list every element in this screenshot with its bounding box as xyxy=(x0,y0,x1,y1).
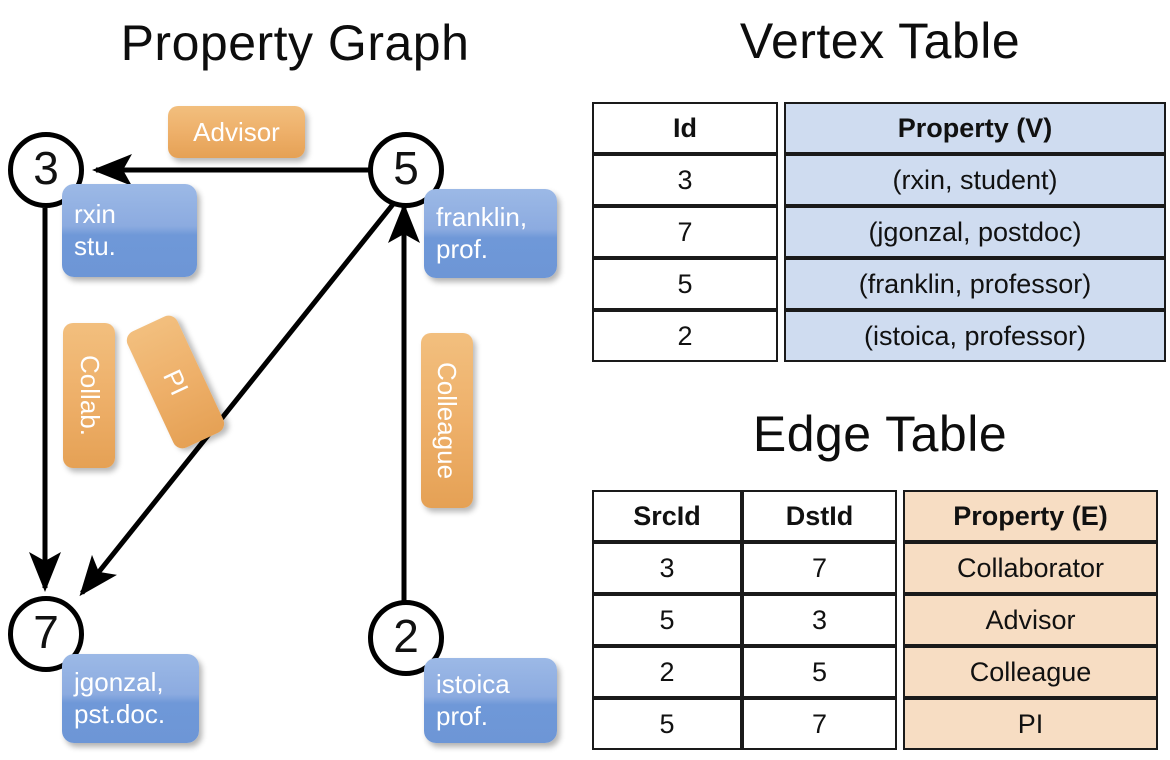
edge-label-box-colleague[interactable]: Colleague xyxy=(421,333,473,508)
edge-table-cell-property: Collaborator xyxy=(903,542,1158,594)
vertex-property-box-istoica[interactable]: istoica prof. xyxy=(424,658,557,743)
edge-table-cell-property: PI xyxy=(903,698,1158,750)
edge-table-cell-dstid: 7 xyxy=(742,542,897,594)
edge-label-advisor: Advisor xyxy=(193,116,280,147)
vertex-table-cell-id: 2 xyxy=(592,310,778,362)
graph-node-2-label: 2 xyxy=(393,610,419,662)
graph-node-5[interactable]: 5 xyxy=(368,132,444,208)
edge-table-cell-srcid: 5 xyxy=(592,698,742,750)
vertex-property-line-2: prof. xyxy=(436,700,489,731)
edge-table-row[interactable]: 5 3 Advisor xyxy=(592,594,1158,646)
edge-table-row[interactable]: 5 7 PI xyxy=(592,698,1158,750)
graph-node-5-label: 5 xyxy=(393,142,419,194)
edge-table-cell-property: Colleague xyxy=(903,646,1158,698)
edge-table-header-srcid: SrcId xyxy=(592,490,742,542)
edge-table-header-property: Property (E) xyxy=(903,490,1158,542)
vertex-table-cell-id: 5 xyxy=(592,258,778,310)
vertex-property-line-1: franklin, xyxy=(436,201,528,232)
graph-edges-layer xyxy=(29,154,420,602)
edge-table-cell-property: Advisor xyxy=(903,594,1158,646)
vertex-table-cell-property: (jgonzal, postdoc) xyxy=(784,206,1166,258)
vertex-property-line-1: jgonzal, xyxy=(74,666,164,697)
vertex-property-box-rxin[interactable]: rxin stu. xyxy=(62,184,197,277)
vertex-table-header-property: Property (V) xyxy=(784,102,1166,154)
edge-table-cell-dstid: 3 xyxy=(742,594,897,646)
vertex-table-cell-property: (franklin, professor) xyxy=(784,258,1166,310)
edge-table-cell-srcid: 3 xyxy=(592,542,742,594)
vertex-property-line-1: istoica xyxy=(436,668,510,699)
vertex-table-row[interactable]: 7 (jgonzal, postdoc) xyxy=(592,206,1166,258)
vertex-table-cell-id: 3 xyxy=(592,154,778,206)
edge-label-pi: PI xyxy=(157,364,195,400)
edge-table-cell-dstid: 5 xyxy=(742,646,897,698)
edge-table-cell-srcid: 2 xyxy=(592,646,742,698)
edge-table-row[interactable]: 3 7 Collaborator xyxy=(592,542,1158,594)
vertex-table-cell-property: (rxin, student) xyxy=(784,154,1166,206)
vertex-table-cell-id: 7 xyxy=(592,206,778,258)
edge-label-box-collab[interactable]: Collab. xyxy=(63,323,115,468)
edge-table-cell-srcid: 5 xyxy=(592,594,742,646)
edge-label-box-advisor[interactable]: Advisor xyxy=(168,106,305,158)
vertex-table-row[interactable]: 2 (istoica, professor) xyxy=(592,310,1166,362)
graph-node-2[interactable]: 2 xyxy=(368,600,444,676)
vertex-property-box-franklin[interactable]: franklin, prof. xyxy=(424,189,557,278)
vertex-table-header-id: Id xyxy=(592,102,778,154)
vertex-table-header-row: Id Property (V) xyxy=(592,102,1166,154)
edge-table-row[interactable]: 2 5 Colleague xyxy=(592,646,1158,698)
edge-table-header-row: SrcId DstId Property (E) xyxy=(592,490,1158,542)
edge-table-cell-dstid: 7 xyxy=(742,698,897,750)
vertex-table-row[interactable]: 5 (franklin, professor) xyxy=(592,258,1166,310)
vertex-property-line-1: rxin xyxy=(74,198,116,229)
page-title-vertex-table: Vertex Table xyxy=(739,13,1021,69)
vertex-table-cell-property: (istoica, professor) xyxy=(784,310,1166,362)
vertex-property-line-2: prof. xyxy=(436,233,489,264)
vertex-property-line-2: stu. xyxy=(74,230,116,261)
graph-node-3-label: 3 xyxy=(33,142,59,194)
vertex-table: Id Property (V) 3 (rxin, student) 7 (jgo… xyxy=(592,102,1166,362)
page-title-property-graph: Property Graph xyxy=(120,15,470,71)
edge-table-header-dstid: DstId xyxy=(742,490,897,542)
graph-node-7-label: 7 xyxy=(33,606,59,658)
vertex-table-row[interactable]: 3 (rxin, student) xyxy=(592,154,1166,206)
vertex-property-line-2: pst.doc. xyxy=(74,698,166,729)
edge-label-colleague: Colleague xyxy=(432,361,463,480)
page-title-edge-table: Edge Table xyxy=(752,406,1008,462)
edge-table: SrcId DstId Property (E) 3 7 Collaborato… xyxy=(592,490,1158,750)
edge-label-collab: Collab. xyxy=(74,355,105,436)
edge-arrow-5-to-7 xyxy=(79,196,400,597)
vertex-property-box-jgonzal[interactable]: jgonzal, pst.doc. xyxy=(62,654,199,743)
